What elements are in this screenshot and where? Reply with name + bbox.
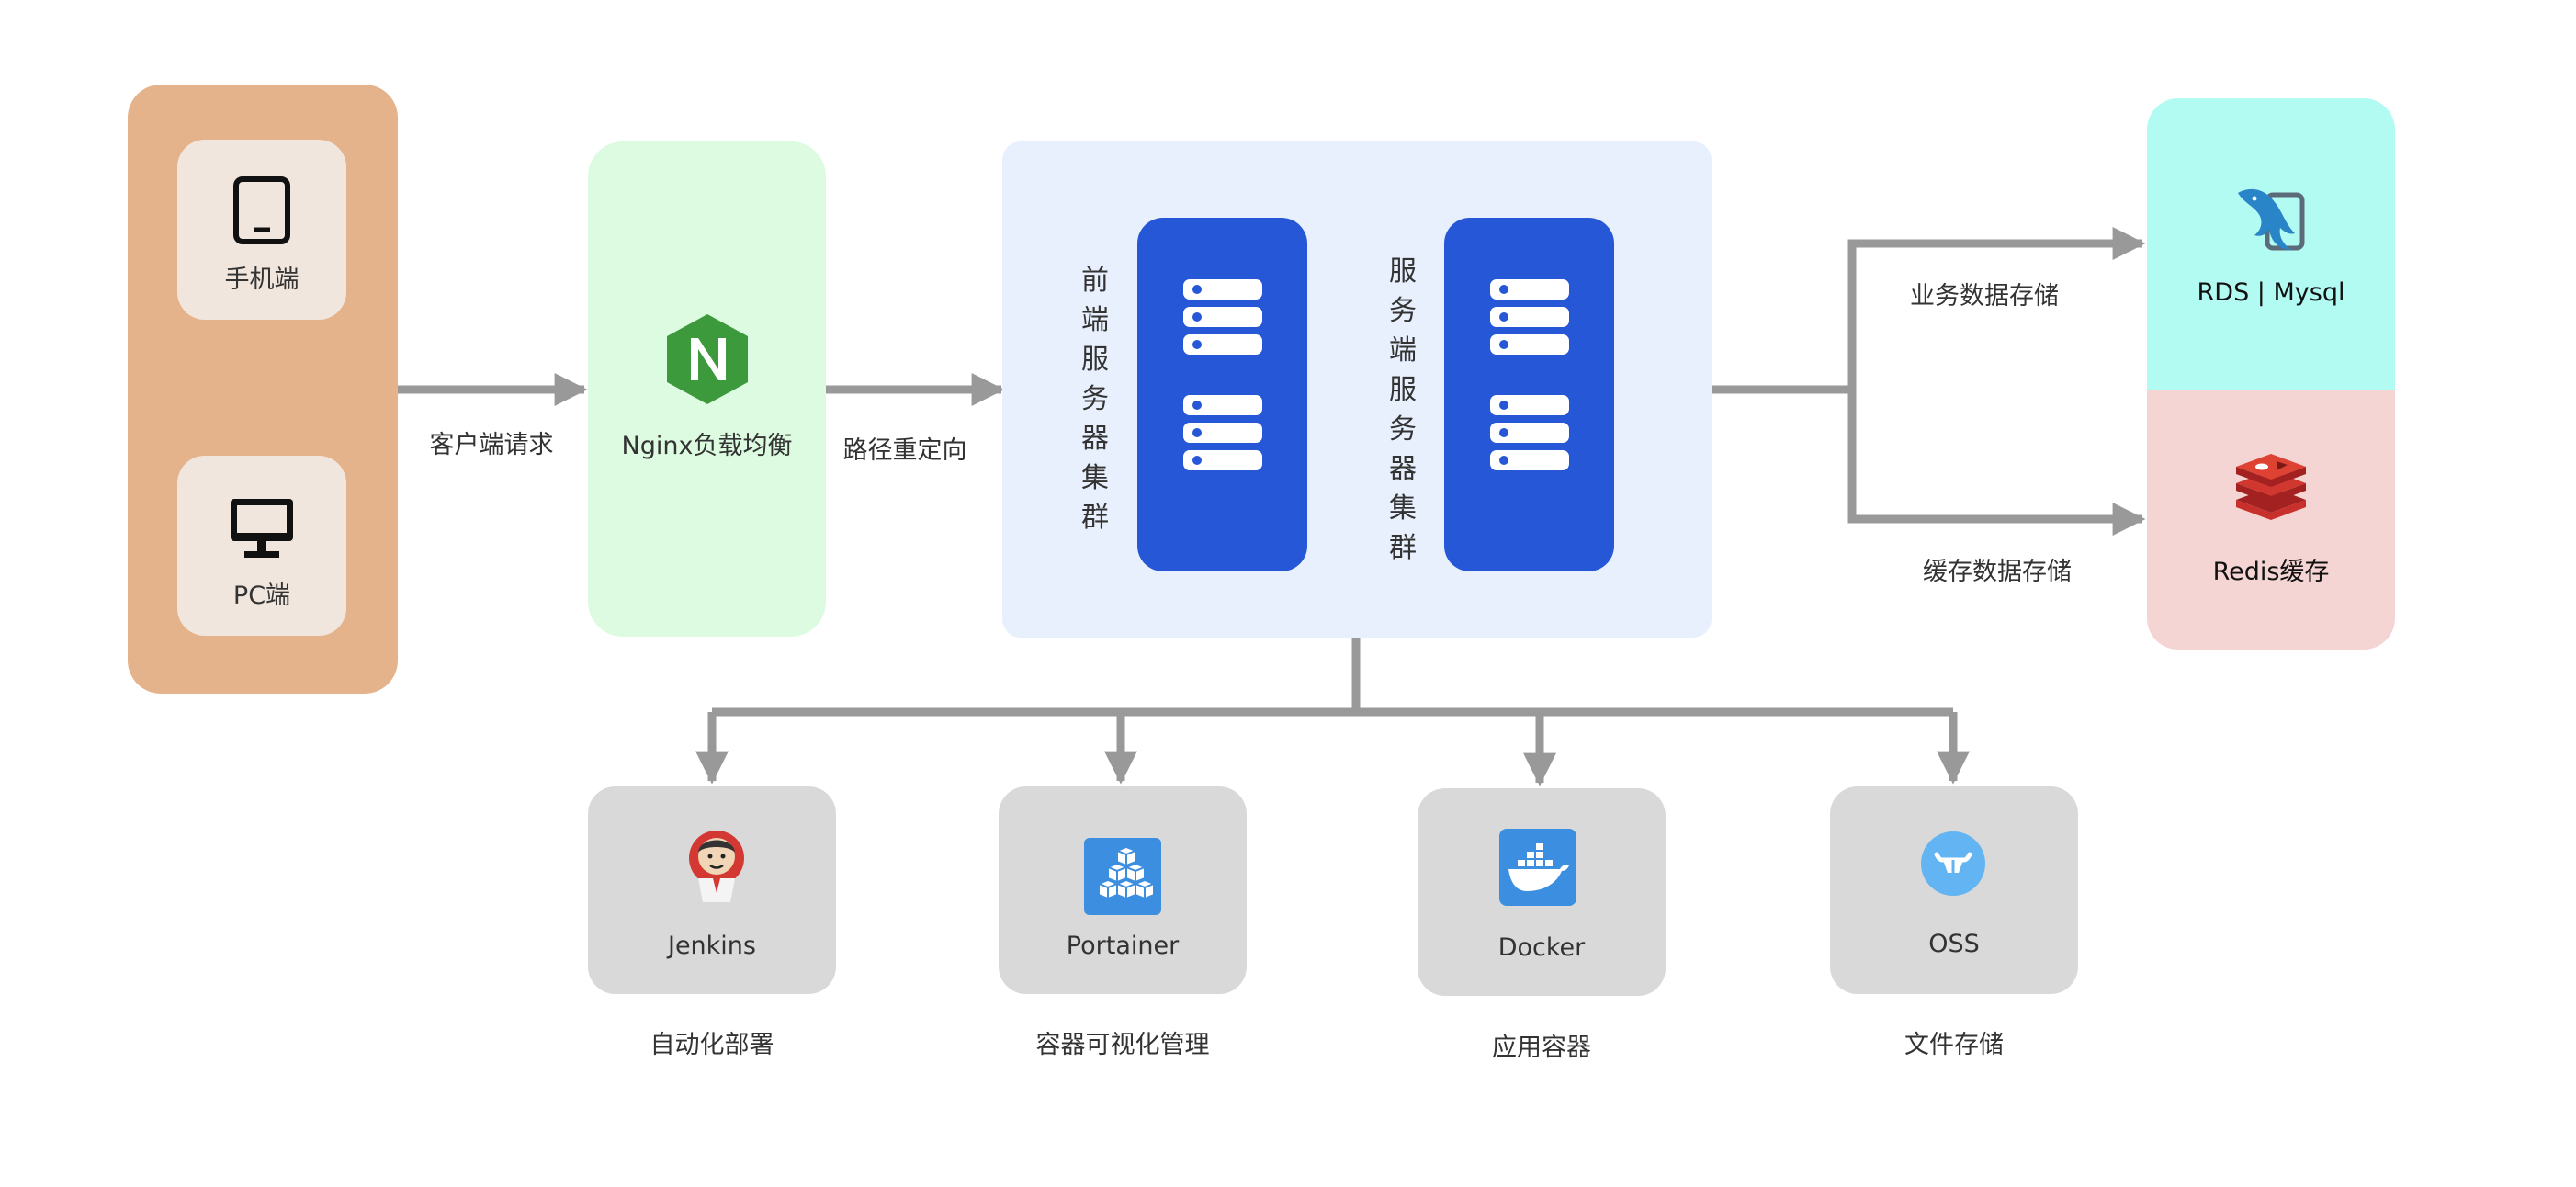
tool-name-1: Portainer [1066, 932, 1180, 960]
redis-icon [2236, 454, 2306, 520]
frontend-server-icon [1183, 279, 1262, 470]
tool-name-2: Docker [1497, 933, 1586, 962]
redis-box [2147, 390, 2395, 650]
arrow-cluster-to-redis [1847, 390, 2146, 536]
rds-box [2147, 98, 2395, 390]
rds-label: RDS | Mysql [2197, 278, 2345, 307]
backend-server-icon [1490, 279, 1569, 470]
docker-icon [1499, 829, 1576, 906]
monitor-icon [231, 499, 293, 558]
portainer-icon [1084, 838, 1161, 915]
storage-column [2147, 98, 2395, 650]
route-redirect-label: 路径重定向 [842, 436, 967, 465]
oss-bucket-icon [1921, 831, 1985, 896]
tool-caption-2: 应用容器 [1492, 1034, 1591, 1062]
jenkins-icon [689, 831, 744, 902]
tool-name-3: OSS [1928, 930, 1980, 958]
business-storage-label: 业务数据存储 [1910, 282, 2059, 311]
frontend-cluster-label: 前端服务器集群 [1081, 265, 1109, 534]
redis-label: Redis缓存 [2212, 558, 2330, 586]
tablet-icon [233, 176, 290, 244]
frontend-server-rack [1137, 218, 1307, 571]
arrow-cluster-to-rds [1711, 227, 2146, 394]
backend-cluster-label: 服务端服务器集群 [1389, 255, 1417, 564]
client-request-label: 客户端请求 [429, 431, 554, 459]
nginx-label: Nginx负载均衡 [621, 432, 793, 460]
pc-label: PC端 [232, 582, 291, 610]
nginx-icon [667, 314, 748, 404]
cache-storage-label: 缓存数据存储 [1923, 558, 2072, 586]
tool-caption-1: 容器可视化管理 [1035, 1031, 1210, 1059]
tool-name-0: Jenkins [667, 932, 756, 960]
backend-server-rack [1444, 218, 1614, 571]
mobile-label: 手机端 [224, 266, 299, 294]
tool-caption-3: 文件存储 [1904, 1031, 2004, 1059]
mysql-dolphin-icon [2238, 188, 2305, 251]
tool-caption-0: 自动化部署 [650, 1031, 774, 1059]
